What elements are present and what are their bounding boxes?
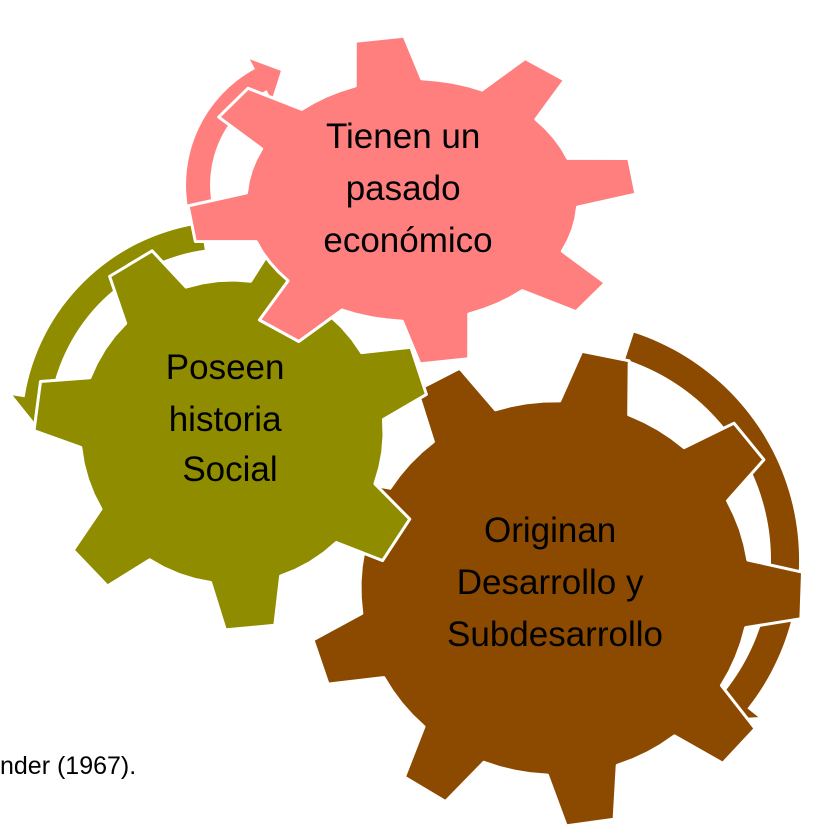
gear-social-history-line-1: Poseen — [166, 348, 285, 387]
gear-economic-past: Tienen un pasado económico — [186, 34, 638, 366]
gear-development: Originan Desarrollo y Subdesarrollo — [311, 332, 804, 828]
gear-economic-past-body — [186, 34, 638, 366]
gear-economic-past-line-1: Tienen un — [326, 117, 480, 156]
gear-social-history-line-2: historia — [169, 400, 282, 439]
gear-development-line-2: Desarrollo y — [457, 563, 644, 602]
gear-economic-past-arrow — [186, 59, 281, 213]
gear-development-body — [311, 349, 804, 828]
gear-development-arrow — [625, 332, 800, 720]
citation-caption: nder (1967). — [0, 752, 137, 780]
gear-social-history-label: Poseen historia Social — [166, 348, 294, 489]
gear-economic-past-line-3: económico — [323, 221, 492, 260]
gear-social-history-body — [32, 237, 428, 632]
gear-social-history: Poseen historia Social — [12, 224, 428, 632]
gear-development-line-1: Originan — [484, 511, 616, 550]
gear-economic-past-label: Tienen un pasado económico — [323, 117, 492, 260]
gear-economic-past-line-2: pasado — [346, 169, 461, 208]
gear-development-line-3: Subdesarrollo — [447, 615, 663, 654]
gear-development-label: Originan Desarrollo y Subdesarrollo — [447, 511, 663, 654]
gear-social-history-line-3: Social — [182, 450, 277, 489]
gear-social-history-arrow — [12, 224, 205, 424]
